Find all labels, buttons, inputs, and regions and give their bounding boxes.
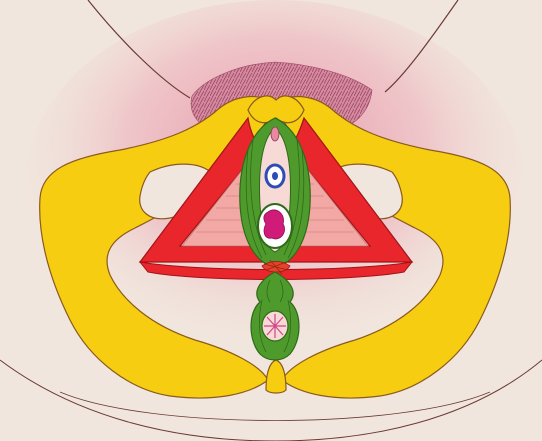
clitoris — [271, 127, 279, 141]
urethra-opening — [266, 165, 284, 187]
anus — [262, 311, 288, 341]
vaginal-opening — [258, 204, 292, 248]
